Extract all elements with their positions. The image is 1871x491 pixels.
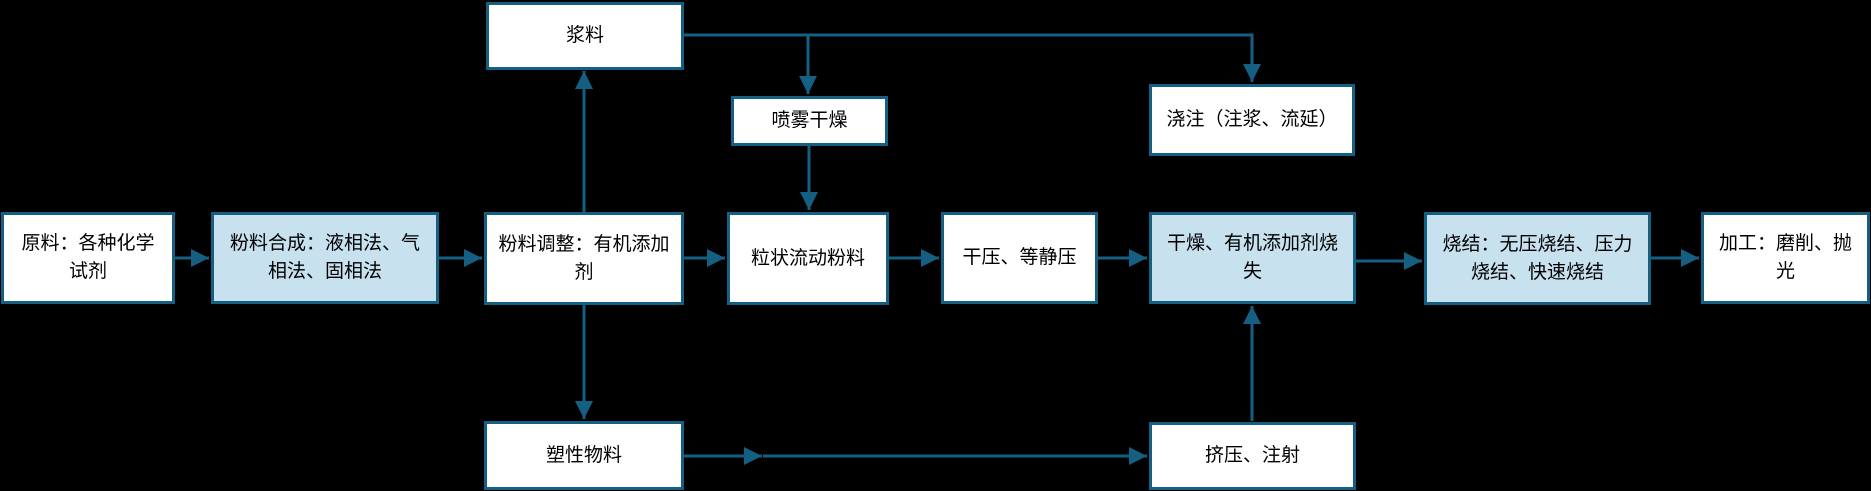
node-machining: 加工：磨削、抛光 (1701, 212, 1870, 304)
edge-slurry-to-casting (684, 33, 1261, 82)
node-dry-pressing: 干压、等静压 (941, 212, 1098, 304)
node-granular-powder: 粒状流动粉料 (727, 212, 889, 305)
node-plastic-material: 塑性物料 (484, 421, 684, 490)
node-raw-materials: 原料：各种化学试剂 (1, 212, 175, 304)
node-sintering: 烧结：无压烧结、压力烧结、快速烧结 (1424, 212, 1651, 305)
node-powder-synthesis: 粉料合成：液相法、气相法、固相法 (211, 212, 439, 304)
node-powder-adjustment: 粉料调整：有机添加剂 (484, 212, 684, 305)
node-casting: 浇注（注浆、流延） (1149, 84, 1355, 156)
node-drying-burnout: 干燥、有机添加剂烧失 (1149, 212, 1356, 304)
node-spray-drying: 喷雾干燥 (731, 96, 888, 146)
node-slurry: 浆料 (486, 2, 684, 70)
node-extrusion-injection: 挤压、注射 (1149, 422, 1356, 490)
